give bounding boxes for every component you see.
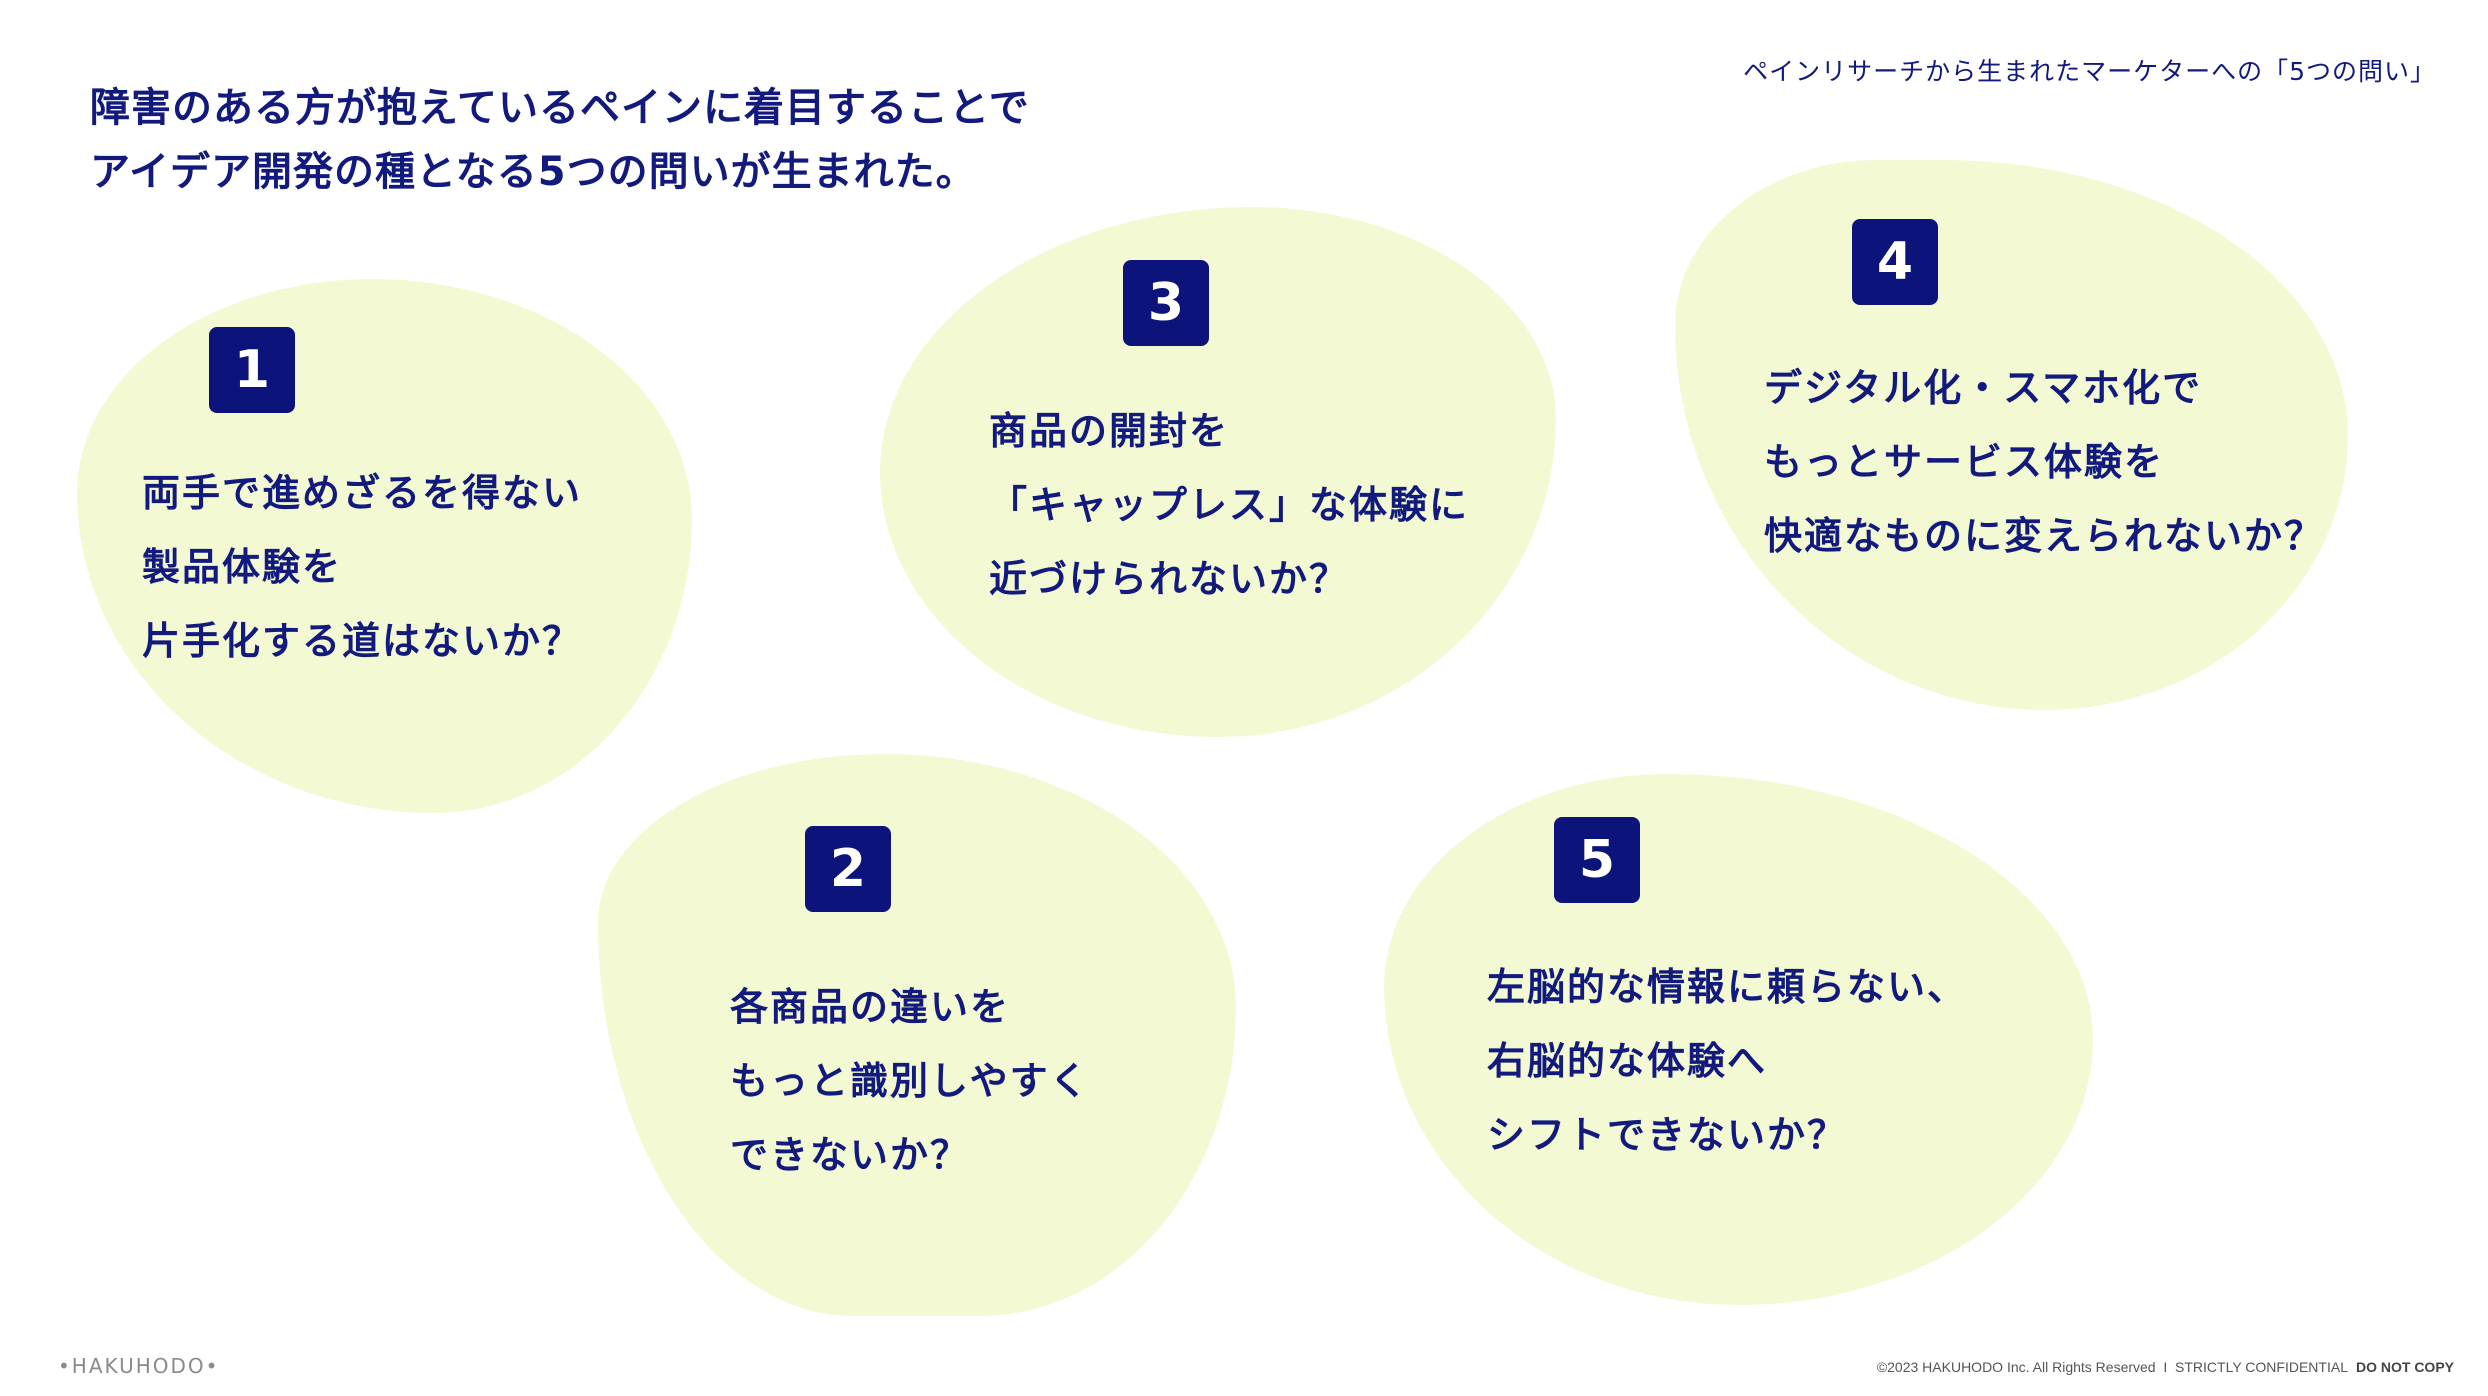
question-line: 快適なものに変えられないか？ — [1764, 514, 2325, 558]
question-line: デジタル化・スマホ化で — [1764, 366, 2203, 410]
question-4: デジタル化・スマホ化で もっとサービス体験を 快適なものに変えられないか？ — [1764, 351, 2324, 573]
question-line: 各商品の違いを — [730, 985, 1011, 1029]
number-badge-2: 2 — [805, 826, 891, 912]
do-not-copy-label: DO NOT COPY — [2355, 1359, 2454, 1375]
question-line: 「キャップレス」な体験に — [989, 483, 1470, 527]
question-2: 各商品の違いを もっと識別しやすく できないか？ — [730, 970, 1090, 1192]
hakuhodo-logo: •HAKUHODO• — [58, 1354, 220, 1378]
question-3: 商品の開封を 「キャップレス」な体験に 近づけられないか？ — [989, 394, 1469, 616]
number-badge-1: 1 — [209, 327, 295, 413]
question-line: 片手化する道はないか？ — [142, 619, 583, 663]
copyright-notice: ©2023 HAKUHODO Inc. All Rights Reserved … — [1877, 1359, 2454, 1375]
question-1: 両手で進めざるを得ない 製品体験を 片手化する道はないか？ — [142, 456, 582, 678]
question-line: もっとサービス体験を — [1764, 440, 2165, 484]
title-line: 障害のある方が抱えているペインに着目することで — [90, 85, 1030, 131]
question-line: 商品の開封を — [989, 409, 1230, 453]
number-badge-4: 4 — [1852, 219, 1938, 305]
number-badge-5: 5 — [1554, 817, 1640, 903]
number-badge-3: 3 — [1123, 260, 1209, 346]
question-line: 左脳的な情報に頼らない、 — [1487, 965, 1968, 1009]
question-line: 近づけられないか？ — [989, 557, 1350, 601]
blob-3 — [880, 207, 1556, 737]
question-line: 右脳的な体験へ — [1487, 1039, 1768, 1083]
question-line: もっと識別しやすく — [730, 1059, 1090, 1103]
question-line: 両手で進めざるを得ない — [142, 471, 583, 515]
question-5: 左脳的な情報に頼らない、 右脳的な体験へ シフトできないか？ — [1487, 950, 1967, 1172]
title-line: アイデア開発の種となる5つの問いが生まれた。 — [90, 149, 977, 195]
question-line: シフトできないか？ — [1487, 1113, 1848, 1157]
page-title: 障害のある方が抱えているペインに着目することで アイデア開発の種となる5つの問い… — [90, 76, 1030, 204]
copyright-text: ©2023 HAKUHODO Inc. All Rights Reserved … — [1876, 1359, 2348, 1375]
question-line: 製品体験を — [142, 545, 343, 589]
blob-5 — [1384, 774, 2093, 1305]
section-caption: ペインリサーチから生まれたマーケターへの「5つの問い」 — [1743, 57, 2436, 86]
blob-2 — [598, 754, 1236, 1316]
question-line: できないか？ — [730, 1133, 971, 1177]
